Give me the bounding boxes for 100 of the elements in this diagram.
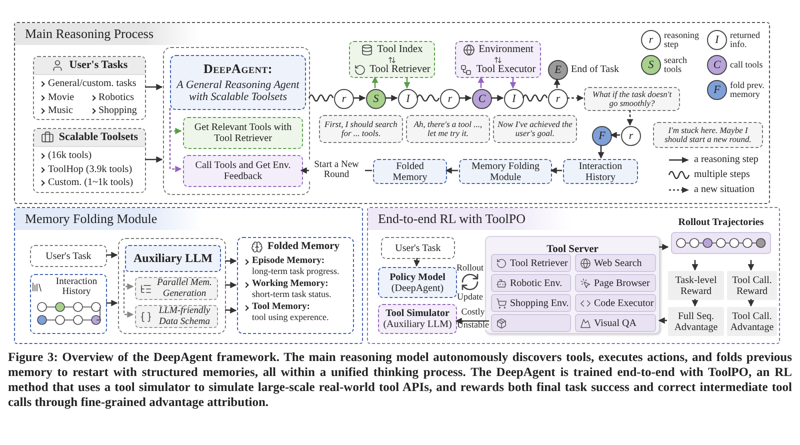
node-label: LLM-friendly Data Schema <box>158 306 212 327</box>
list-item: Custom. (1~1k tools) <box>39 177 140 188</box>
node-label: Task-level Reward <box>674 274 718 296</box>
step-letter: I <box>512 92 516 106</box>
arrow <box>224 306 237 314</box>
node-label: Parallel Mem. Generation <box>156 278 213 299</box>
arrow <box>225 258 237 264</box>
node-label: User's Task <box>46 250 92 262</box>
edge-label: Start a New Round <box>308 160 364 182</box>
thought-text: First, I should search for ... tools. <box>324 120 398 138</box>
node-label: Visual QA <box>594 318 636 328</box>
node-label: Full Seq. Advantage <box>673 310 719 332</box>
arrow <box>748 260 754 271</box>
thought-text: Now I've achieved the user's goal. <box>497 120 573 138</box>
list-item: General/custom. tasks <box>39 78 140 90</box>
arrow <box>145 156 163 163</box>
arrow <box>567 94 584 102</box>
list-item: (16k tools) <box>39 150 140 162</box>
section-panel <box>14 207 363 344</box>
node-label: Tool Retriever <box>510 258 568 268</box>
step-circle <box>621 126 641 146</box>
step-circle <box>366 89 386 109</box>
memory-type: Episode Memory: <box>243 256 348 267</box>
step-letter: r <box>648 34 654 46</box>
section-heading: Rollout Trajectories <box>678 217 764 228</box>
node-caption: reasoning step <box>664 31 700 49</box>
section-panel <box>14 22 770 204</box>
arrow <box>169 108 182 172</box>
process-box <box>563 159 638 184</box>
legend-label: a new situation <box>694 184 755 195</box>
step-letter: r <box>342 92 346 106</box>
node-label: Memory Folding Module <box>470 160 541 182</box>
arrow <box>414 258 420 267</box>
group-frame <box>118 238 226 334</box>
card-title: User's Tasks <box>69 59 128 72</box>
node-label: Page Browser <box>594 278 650 288</box>
node-label: Call Tools and Get Env. Feedback <box>194 160 292 182</box>
arrow <box>455 318 489 324</box>
arrow <box>445 167 458 174</box>
arrow <box>748 299 754 307</box>
list-item: Movie <box>39 92 90 103</box>
process-box <box>135 305 218 328</box>
process-box <box>373 159 447 184</box>
list-item: Shopping <box>90 105 140 116</box>
node-label: Folded Memory <box>392 160 428 182</box>
arrow <box>550 167 562 174</box>
figure-caption: Figure 3: Overview of the DeepAgent framework. The main reasoning model autonomously discovers tools, executes actions, and folds previous memory to restart with structured memories, all within a unified thinking process. The DeepAgent is trained end-to-end with ToolPO, an RL method that uses a tool simulator to simulate large-scale real-world tool APIs, and rewards both final task success and correct intermediate tool calls through fine-grained advantage attribution. <box>8 350 792 410</box>
thought-bubble <box>319 115 403 143</box>
arrow <box>225 282 237 288</box>
tool-chip <box>575 254 656 272</box>
arrow <box>478 76 484 88</box>
arrow <box>626 110 634 126</box>
node-label: Get Relevant Tools with Tool Retriever <box>193 122 293 144</box>
process-box <box>135 277 218 300</box>
arrow <box>659 244 669 250</box>
arrow <box>692 260 698 271</box>
step-letter: F <box>598 130 606 142</box>
info-card <box>33 56 146 120</box>
title-box <box>170 55 306 110</box>
node-caption: fold prev. memory <box>730 81 766 99</box>
node-caption: returned info. <box>730 31 761 49</box>
node-caption: End of Task <box>571 65 620 75</box>
thought-bubble <box>406 115 490 143</box>
info-card <box>237 237 354 334</box>
node-label: Code Executor <box>594 298 654 308</box>
arrow <box>510 77 516 89</box>
node-label: Environment <box>478 44 534 56</box>
process-box <box>459 159 552 184</box>
node-label: Web Search <box>594 258 642 268</box>
step-circle <box>592 126 612 146</box>
node-label: (Auxiliary LLM) <box>383 319 452 330</box>
thought-bubble <box>653 122 763 148</box>
wavy-line <box>308 94 334 102</box>
tool-chip <box>491 274 571 292</box>
legend-label: multiple steps <box>694 169 750 180</box>
legend-label: a reasoning step <box>694 154 758 165</box>
node-label: Policy Model <box>390 272 446 282</box>
tool-chip <box>575 274 656 292</box>
reward-box <box>668 307 724 336</box>
node-label: Tool Executor <box>476 64 536 76</box>
memory-type: Tool Memory: <box>243 302 348 313</box>
step-letter: I <box>715 34 719 46</box>
node-label: Shopping Env. <box>510 298 569 308</box>
step-letter: r <box>448 92 452 106</box>
tool-box <box>455 41 541 78</box>
arrow <box>658 317 667 324</box>
arrow <box>459 94 472 102</box>
arrow <box>372 76 378 88</box>
node-caption: search tools <box>664 56 688 74</box>
step-circle <box>334 89 354 109</box>
process-box <box>378 267 457 298</box>
node-caption: call tools <box>730 60 764 70</box>
arrow <box>123 270 134 318</box>
node-label: Tool Retriever <box>370 64 430 76</box>
node-label: Interaction History <box>578 160 624 182</box>
tool-chip <box>491 314 571 332</box>
node-label: User's Task <box>395 242 441 254</box>
panel-heading: Tool Server <box>546 244 598 255</box>
process-box <box>381 237 455 259</box>
memory-type: Working Memory: <box>243 278 348 290</box>
